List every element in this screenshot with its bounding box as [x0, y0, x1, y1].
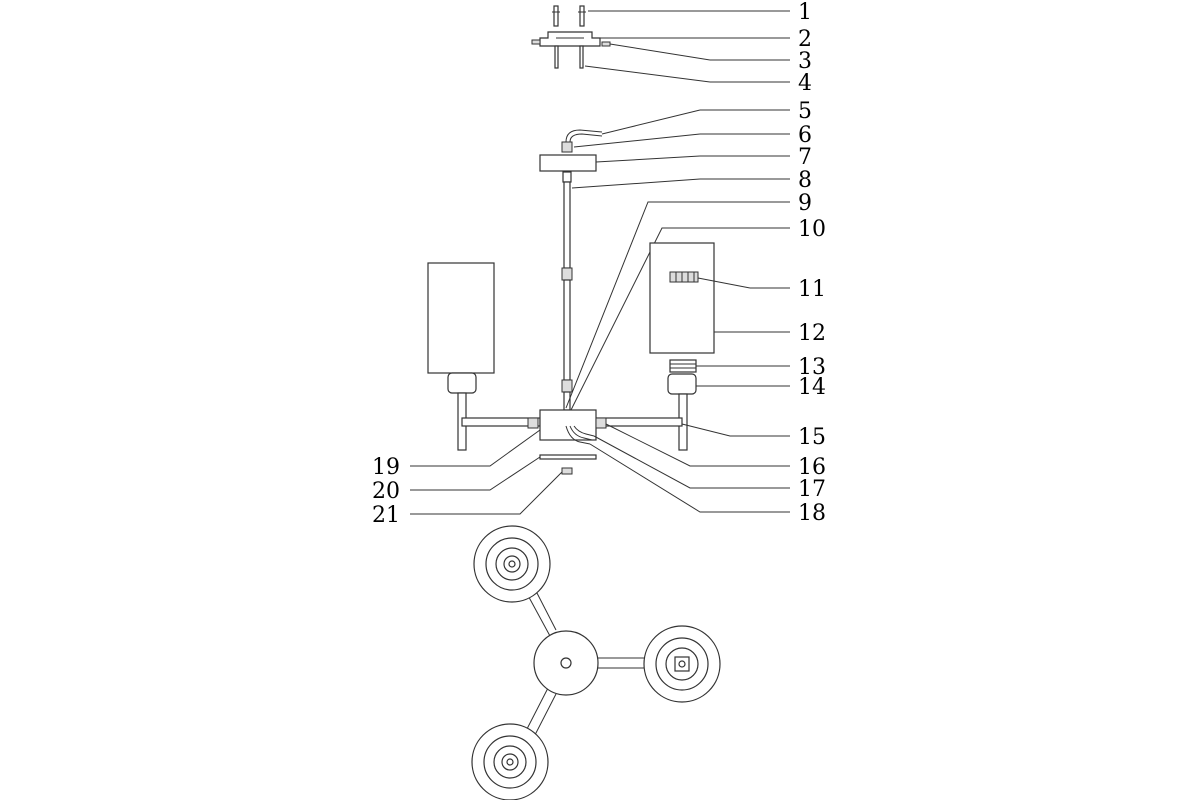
- callout-9: 9: [798, 191, 812, 216]
- callout-13: 13: [798, 355, 826, 380]
- callout-6: 6: [798, 123, 812, 148]
- callout-3: 3: [798, 49, 812, 74]
- top-view-shade-3: [471, 723, 549, 800]
- callout-labels: 1 2 3 4 5 6 7 8 9 10 11 12 13 14 15 16 1…: [372, 0, 826, 528]
- callout-15: 15: [798, 425, 826, 450]
- callout-10: 10: [798, 217, 826, 242]
- callout-17: 17: [798, 477, 826, 502]
- body-and-arms: [410, 242, 790, 515]
- top-view-shade-2: [643, 625, 721, 703]
- callout-18: 18: [798, 501, 826, 526]
- callout-4: 4: [798, 71, 812, 96]
- callout-5: 5: [798, 99, 812, 124]
- mounting-hardware: [531, 5, 790, 83]
- callout-14: 14: [798, 375, 826, 400]
- callout-16: 16: [798, 455, 826, 480]
- top-view-shade-1: [473, 525, 551, 603]
- top-view: [471, 525, 721, 800]
- callout-2: 2: [798, 27, 812, 52]
- callout-7: 7: [798, 145, 812, 170]
- callout-1: 1: [798, 0, 812, 25]
- callout-12: 12: [798, 321, 826, 346]
- callout-20: 20: [372, 479, 400, 504]
- callout-19: 19: [372, 455, 400, 480]
- callout-11: 11: [798, 277, 826, 302]
- callout-21: 21: [372, 503, 400, 528]
- canopy-and-rod: [539, 109, 790, 413]
- callout-8: 8: [798, 168, 812, 193]
